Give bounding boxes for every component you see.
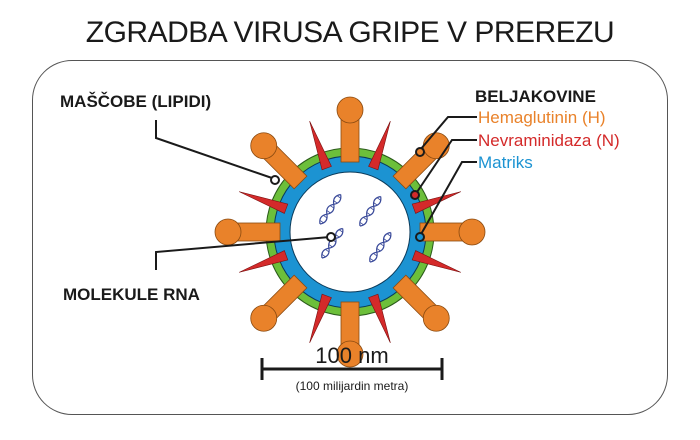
- lipids-leader: [155, 120, 273, 179]
- scale-bar: [260, 358, 444, 380]
- diagram-title: ZGRADBA VIRUSA GRIPE V PREREZU: [85, 16, 615, 49]
- label-matrix: Matriks: [478, 153, 533, 172]
- diagram-frame: [32, 60, 668, 415]
- label-proteins: BELJAKOVINE: [475, 87, 596, 106]
- neuraminidase-leader: [414, 139, 477, 196]
- scale-note: (100 milijardin metra): [295, 379, 409, 393]
- label-neuraminidase: Nevraminidaza (N): [478, 131, 620, 150]
- hemagglutinin-leader: [419, 116, 477, 151]
- matrix-leader: [419, 161, 477, 237]
- label-lipids: MAŠČOBE (LIPIDI): [60, 92, 212, 111]
- label-rna: MOLEKULE RNA: [63, 285, 200, 304]
- label-hemagglutinin: Hemaglutinin (H): [478, 108, 606, 127]
- rna-leader: [155, 236, 331, 270]
- scale-value: 100 nm: [315, 343, 389, 368]
